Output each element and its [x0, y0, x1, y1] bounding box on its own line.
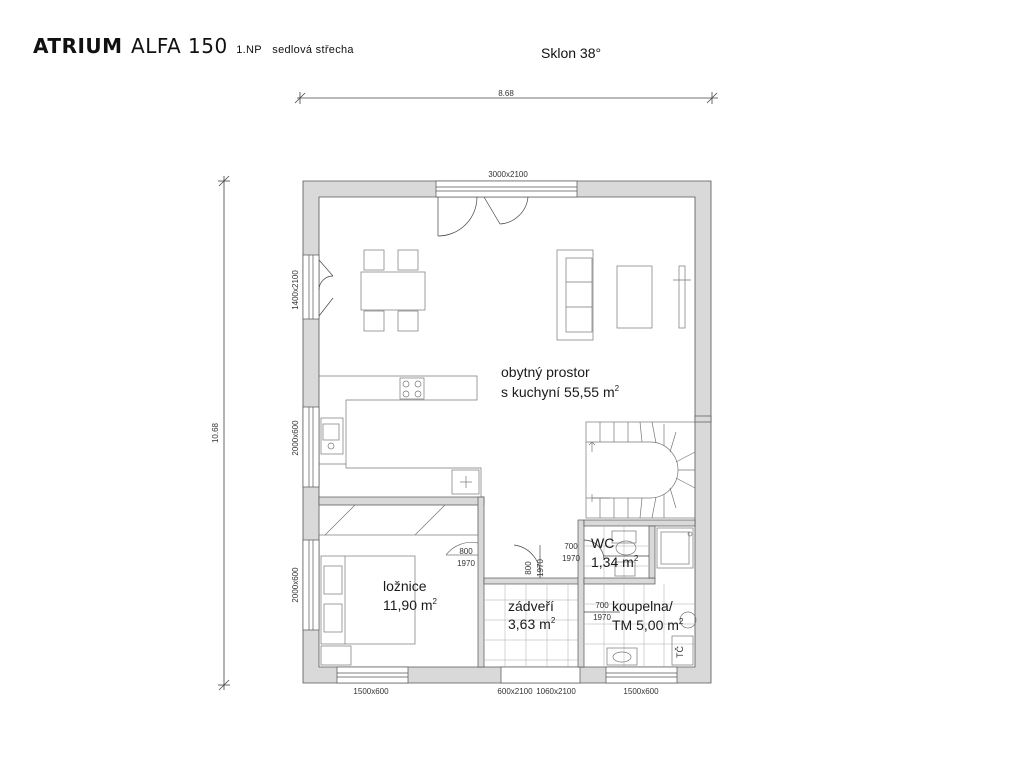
hall-door-width: 800	[524, 561, 533, 575]
dimension-lines	[218, 92, 718, 691]
bedroom-door-width: 800	[459, 547, 473, 556]
dining-table	[360, 249, 426, 332]
heat-pump-label: TČ	[675, 646, 685, 658]
window-bottom-left-size: 1500x600	[353, 687, 389, 696]
bath-door-width: 700	[595, 601, 609, 610]
hall-label: zádveří	[508, 598, 554, 614]
height-dimension: 10.68	[211, 422, 220, 443]
living-room-label: obytný prostor	[501, 364, 590, 380]
bedroom-door-height: 1970	[457, 559, 475, 568]
window-bottom-mid-b-size: 1060x2100	[536, 687, 576, 696]
plan-title: ATRIUM ALFA 150 1.NP sedlová střecha	[33, 34, 354, 58]
window-bottom-right-size: 1500x600	[623, 687, 659, 696]
living-furniture	[556, 249, 691, 341]
floor-label: 1.NP	[236, 44, 262, 56]
window-top-size: 3000x2100	[488, 170, 528, 179]
sanitary-fixtures	[606, 527, 697, 666]
wc-door-width: 700	[564, 542, 578, 551]
hall-door-height: 1970	[536, 559, 545, 577]
left-window-swing	[318, 259, 334, 317]
inner-walls	[318, 415, 712, 668]
roof-slope-label: Sklon 38°	[541, 45, 602, 61]
bathroom-area: TM 5,00 m2	[612, 617, 684, 633]
wc-label: WC	[591, 535, 614, 551]
bedroom-label: ložnice	[383, 578, 427, 594]
window-bottom-mid-a-size: 600x2100	[497, 687, 533, 696]
brand-name: ATRIUM	[33, 34, 123, 58]
living-room-area: s kuchyní 55,55 m2	[501, 384, 620, 400]
window-left-upper-size: 1400x2100	[291, 270, 300, 310]
wc-door-height: 1970	[562, 554, 580, 563]
window-openings	[302, 180, 678, 684]
wc-area: 1,34 m2	[591, 554, 639, 570]
entrance-terrace-doors	[437, 196, 529, 237]
bedroom-furniture	[318, 504, 479, 666]
staircase	[585, 421, 696, 519]
bedroom-area: 11,90 m2	[383, 597, 438, 613]
bath-door-height: 1970	[593, 613, 611, 622]
window-left-lower-size: 2000x600	[291, 567, 300, 603]
roof-type-label: sedlová střecha	[272, 44, 354, 56]
model-name: ALFA 150	[131, 34, 228, 58]
kitchen-counter	[319, 375, 482, 498]
tile-grid	[484, 526, 695, 667]
bathroom-label: koupelna/	[612, 598, 673, 614]
interior-doors	[513, 539, 649, 613]
hall-area: 3,63 m2	[508, 616, 556, 632]
window-left-middle-size: 2000x600	[291, 420, 300, 456]
width-dimension: 8.68	[498, 89, 514, 98]
